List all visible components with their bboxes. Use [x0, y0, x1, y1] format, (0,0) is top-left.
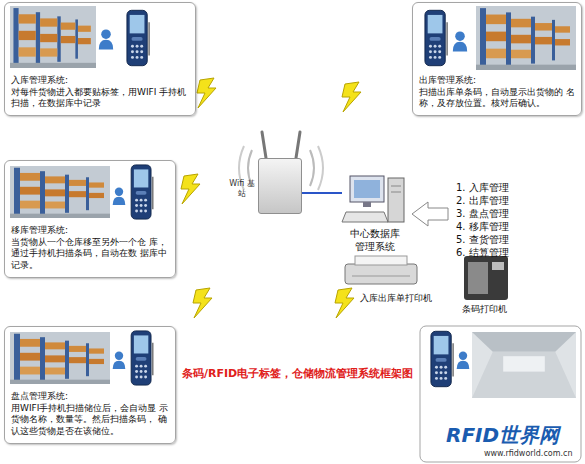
node-title: Wifi 基站 [229, 179, 255, 198]
caption: 条码/RFID电子标签，仓储物流管理系统框架图 [182, 366, 413, 381]
node-title: 入库管理系统: [11, 75, 189, 87]
watermark: RFID世界网 [446, 422, 559, 449]
module-list-item: 4. 移库管理 [456, 220, 509, 234]
system-panel: 盘点管理系统:用WIFI手持机扫描储位后，会自动显 示货物名称，数量等。然后扫描… [4, 326, 176, 444]
wifi-base-station: Wifi 基站 [258, 158, 302, 214]
node-body: 对每件货物进入都要贴标签，用WIFI 手持机扫描，在数据库中记录 [11, 87, 189, 110]
watermark: www.rfidworld.com.cn [484, 449, 573, 458]
module-list-item: 3. 盘点管理 [456, 207, 509, 221]
node-title: 出库管理系统: [419, 75, 575, 87]
device-label: 条码打印机 [462, 303, 507, 316]
module-list-item: 1. 入库管理 [456, 181, 509, 195]
system-panel: 出库管理系统:扫描出库单条码，自动显示出货物的 名称，及存放位置。核对后确认。 [412, 2, 582, 116]
node-body: 用WIFI手持机扫描储位后，会自动显 示货物名称，数量等。然后扫描条码， 确认这… [11, 403, 169, 438]
node-body: 扫描出库单条码，自动显示出货物的 名称，及存放位置。核对后确认。 [419, 87, 575, 110]
device-label: 入库出库单打印机 [360, 292, 432, 305]
module-list-item: 5. 查货管理 [456, 233, 509, 247]
node-title: 中心数据库 管理系统 [344, 228, 406, 253]
system-panel: 移库管理系统:当货物从一个仓库移至另外一个仓 库，通过手持机扫描条码，自动在数 … [4, 160, 176, 278]
module-list-item: 6. 结算管理 [456, 246, 509, 260]
network-link [302, 192, 342, 194]
node-title: 移库管理系统: [11, 225, 169, 237]
database-server: 中心数据库 管理系统 [342, 172, 408, 253]
node-body: 当货物从一个仓库移至另外一个仓 库，通过手持机扫描条码，自动在数 据库中记录。 [11, 237, 169, 272]
system-panel: 入库管理系统:对每件货物进入都要贴标签，用WIFI 手持机扫描，在数据库中记录 [4, 2, 196, 116]
node-title: 盘点管理系统: [11, 391, 169, 403]
module-list-item: 2. 出库管理 [456, 194, 509, 208]
